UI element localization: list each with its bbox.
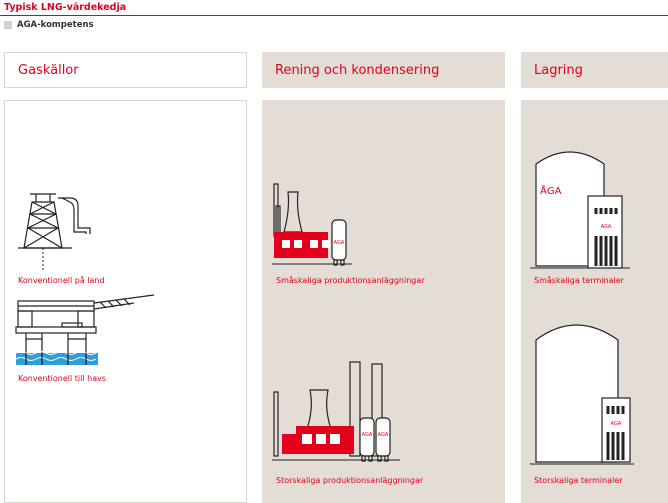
large-terminal-icon: AGA [530, 324, 634, 465]
small-plant-tank-text: AGA [334, 240, 345, 246]
large-plant-tank-text-2: AGA [378, 432, 389, 438]
small-terminal-evaporator-text: AGA [601, 224, 612, 230]
offshore-platform-icon [15, 294, 155, 365]
legend: AGA-kompetens [4, 19, 94, 31]
label-onshore: Konventionell på land [18, 276, 105, 285]
label-offshore: Konventionell till havs [18, 374, 106, 383]
large-plant-tank-text-1: AGA [362, 432, 373, 438]
large-terminal-evaporator-text: AGA [611, 421, 622, 427]
page-title: Typisk LNG-värdekedja [4, 2, 127, 13]
title-rule [0, 15, 668, 16]
label-large-terminal: Storskaliga terminaler [534, 476, 623, 485]
column-header-purification: Rening och kondensering [262, 52, 505, 88]
small-terminal-icon: ÅGA AGA [530, 151, 630, 269]
large-plant-icon: AGA AGA [272, 361, 400, 462]
label-small-terminal: Småskaliga terminaler [534, 276, 624, 285]
column-header-gas-sources: Gaskällor [4, 52, 247, 88]
small-terminal-tank-text: ÅGA [540, 184, 562, 197]
small-plant-icon: AGA [272, 183, 352, 266]
legend-swatch [4, 21, 12, 29]
label-large-plant: Storskaliga produktionsanläggningar [276, 476, 424, 485]
label-small-plant: Småskaliga produktionsanläggningar [276, 276, 425, 285]
onshore-rig-icon [18, 193, 91, 272]
legend-label: AGA-kompetens [17, 20, 94, 30]
column-header-storage: Lagring [521, 52, 668, 88]
